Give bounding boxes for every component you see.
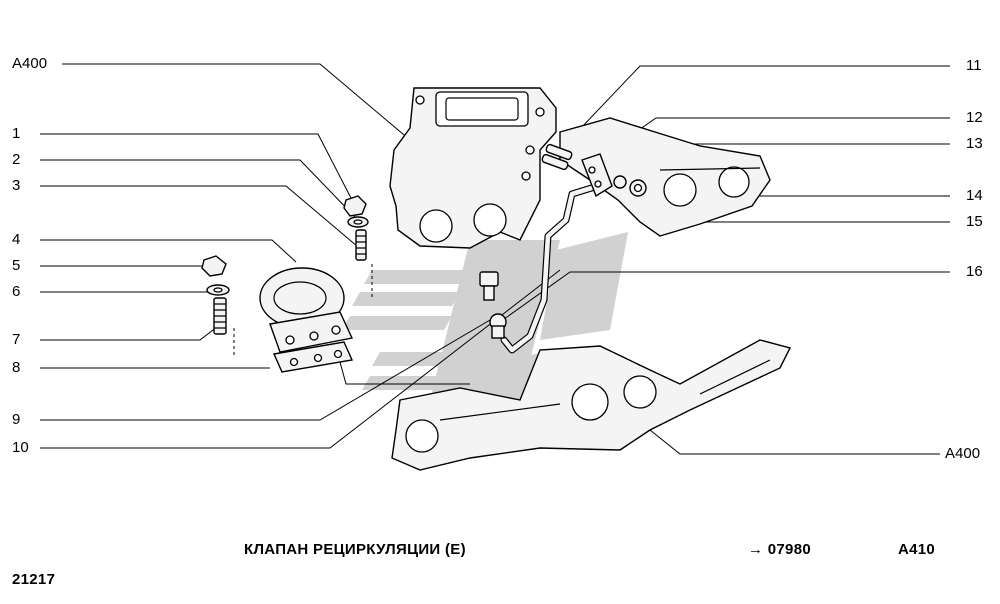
label-14: 14 xyxy=(966,187,983,204)
label-12: 12 xyxy=(966,109,983,126)
catalog-reference: → 07980 xyxy=(748,541,811,558)
clamp-plate-11 xyxy=(541,143,573,171)
stud-3 xyxy=(355,229,367,261)
pipe-fitting-9 xyxy=(479,271,499,301)
bracket-12 xyxy=(581,153,613,198)
label-3: 3 xyxy=(12,177,21,194)
diagram-title: КЛАПАН РЕЦИРКУЛЯЦИИ (Е) xyxy=(244,541,466,558)
label-6: 6 xyxy=(12,283,21,300)
intake-manifold xyxy=(389,87,557,249)
washer-2 xyxy=(347,216,369,228)
model-number: 21217 xyxy=(12,571,56,588)
label-4: 4 xyxy=(12,231,21,248)
exhaust-manifold xyxy=(391,339,792,471)
section-code: A410 xyxy=(898,541,936,558)
label-9: 9 xyxy=(12,411,21,428)
label-11: 11 xyxy=(966,57,982,74)
label-15: 15 xyxy=(966,213,983,230)
label-8: 8 xyxy=(12,359,21,376)
pipe-fitting-10 xyxy=(489,313,507,339)
nut-14 xyxy=(629,179,647,197)
stud-7 xyxy=(213,297,227,335)
label-10: 10 xyxy=(12,439,29,456)
label-16: 16 xyxy=(966,263,983,280)
label-5: 5 xyxy=(12,257,21,274)
washer-6 xyxy=(206,284,230,296)
valve-gasket xyxy=(272,341,354,373)
washer-13 xyxy=(613,175,627,189)
recirculation-valve-body xyxy=(259,267,354,353)
nut-1 xyxy=(343,195,367,217)
label-a400-top: A400 xyxy=(12,55,48,72)
label-1: 1 xyxy=(12,125,21,142)
recirculation-pipe xyxy=(500,182,602,354)
label-7: 7 xyxy=(12,331,21,348)
label-13: 13 xyxy=(966,135,983,152)
label-2: 2 xyxy=(12,151,21,168)
upper-right-manifold xyxy=(559,117,771,237)
nut-5 xyxy=(201,255,227,277)
label-a400-bottom: A400 xyxy=(945,445,981,462)
